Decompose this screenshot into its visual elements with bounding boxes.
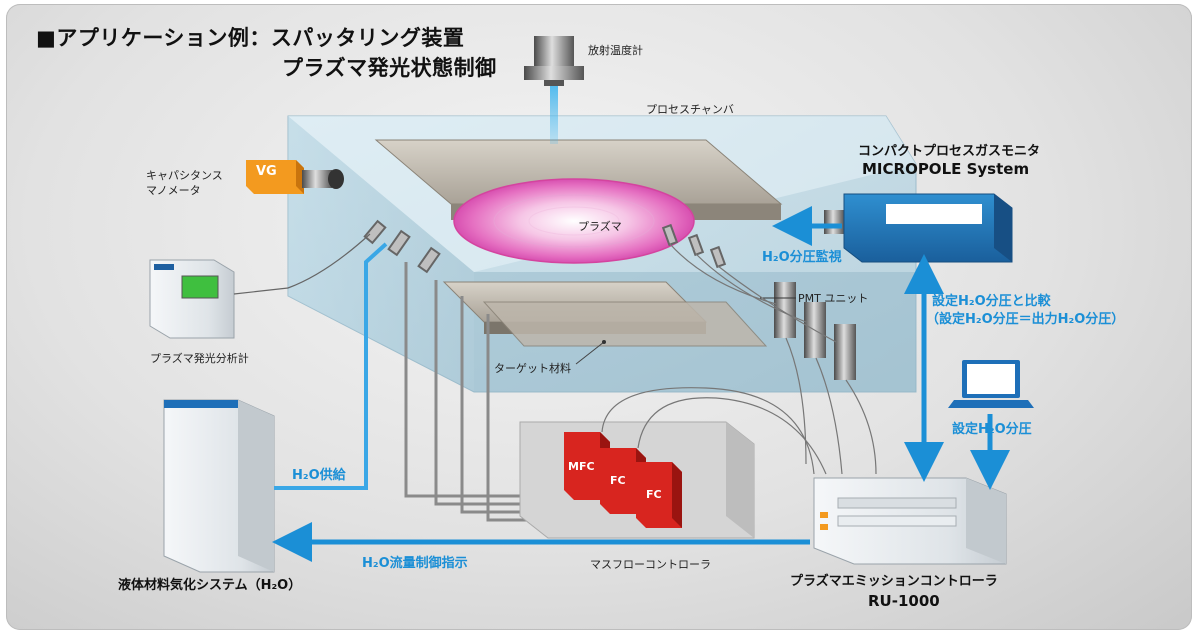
h2o-supply-line [274,242,388,490]
mfc-units [564,432,682,528]
diagram-graphics [149,36,1034,573]
liquid-vaporization-cabinet [163,399,275,573]
capacitance-label-2: マノメータ [146,184,201,197]
h2o-flow-label: H₂O流量制御指示 [362,556,468,571]
laptop-icon [948,360,1034,408]
fiber-cables [601,243,877,475]
blue-arrows [272,206,1010,562]
diagram-canvas: ■アプリケーション例：スパッタリング装置 プラズマ発光状態制御 放射温度計 プロ… [6,4,1192,630]
monitor-label-2: MICROPOLE System [862,160,1030,178]
process-chamber-label: プロセスチャンバ [646,103,734,116]
h2o-supply-label: H₂O供給 [292,468,346,483]
monitor-label-1: コンパクトプロセスガスモニタ [858,144,1041,159]
pmt-unit-label: PMT ユニット [798,292,869,305]
plasma-label: プラズマ [578,220,622,233]
set-h2o-label: 設定H₂O分圧 [952,422,1032,437]
vg-gauge-icon [246,160,344,194]
fc-label-1: FC [610,474,626,487]
capacitance-label-1: キャパシタンス [146,169,223,182]
h2o-monitor-label: H₂O分圧監視 [762,250,842,265]
emission-analyzer-icon [149,233,371,339]
pyrometer-label: 放射温度計 [588,44,643,57]
diagram-title-line2: プラズマ発光状態制御 [282,56,497,80]
compare-label-1: 設定H₂O分圧と比較 [932,294,1051,309]
liquid-system-label: 液体材料気化システム（H₂O） [118,578,302,593]
controller-label-2: RU-1000 [868,592,940,610]
target-label: ターゲット材料 [494,362,571,375]
emission-analyzer-label: プラズマ発光分析計 [150,352,249,365]
vg-label: VG [256,164,277,179]
optical-probes [363,219,727,274]
compare-label-2: （設定H₂O分圧＝出力H₂O分圧） [926,312,1125,327]
target-plates [442,281,768,365]
controller-label-1: プラズマエミッションコントローラ [790,574,998,589]
pyrometer-icon [524,36,584,144]
plasma-glow [453,178,695,264]
mass-flow-label: マスフローコントローラ [590,558,711,571]
mfc-label: MFC [568,460,595,473]
micropole-monitor-icon [824,193,1013,263]
fc-label-2: FC [646,488,662,501]
ru1000-controller-icon [813,477,1007,565]
diagram-title-line1: ■アプリケーション例：スパッタリング装置 [36,26,465,50]
